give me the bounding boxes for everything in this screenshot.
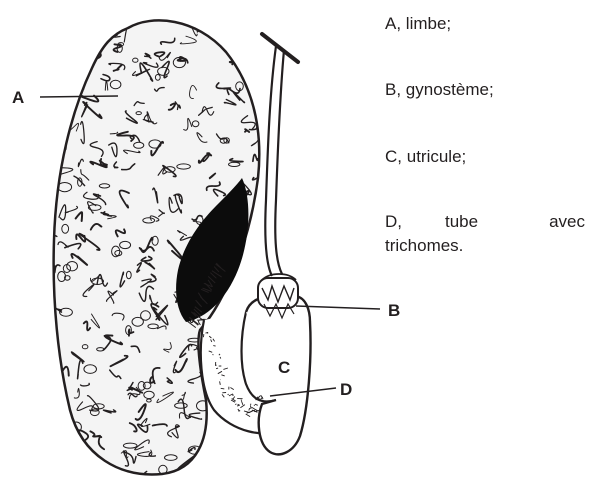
leaf-vein <box>219 34 229 42</box>
legend-key: C, <box>385 145 402 169</box>
trichome <box>250 404 251 405</box>
leaf-vein <box>220 432 232 441</box>
leaf-vein <box>252 274 256 279</box>
legend-key: D, <box>385 210 445 234</box>
leaf-cell <box>71 81 83 86</box>
leaf-vein <box>57 435 68 443</box>
leaf-vein <box>53 102 65 112</box>
leaf-cell <box>210 415 215 418</box>
leaf-vein <box>59 91 71 108</box>
leaf-vein <box>62 449 77 459</box>
trichome <box>228 394 229 395</box>
trichome <box>216 368 218 369</box>
stalk <box>262 34 298 276</box>
leaf-vein <box>236 445 245 456</box>
legend-desc: tube avec <box>445 210 585 234</box>
legend-desc: limbe; <box>406 12 451 36</box>
leaf-vein <box>55 26 68 35</box>
leader-line-a <box>40 96 118 97</box>
leaf-vein <box>73 79 80 90</box>
label-c: C <box>278 358 290 377</box>
trichome <box>254 405 255 406</box>
leaf-vein <box>52 381 58 392</box>
label-b: B <box>388 301 400 320</box>
leaf-vein <box>107 19 123 24</box>
leaf-vein <box>43 185 55 201</box>
legend-item-b: B, gynostème; <box>385 78 585 102</box>
trichome <box>221 388 225 389</box>
leaf-cell <box>236 455 244 461</box>
trichome <box>213 346 215 347</box>
label-a: A <box>12 88 24 107</box>
leaf-vein <box>57 106 60 121</box>
leaf-vein <box>247 276 258 293</box>
leaf-vein <box>68 73 79 78</box>
leaf-vein <box>78 29 88 36</box>
leaf-cell <box>85 31 97 39</box>
legend-key: B, <box>385 78 401 102</box>
legend-desc-continued: trichomes. <box>385 234 585 258</box>
legend-item-a: A, limbe; <box>385 12 585 36</box>
leaf-vein <box>57 44 73 54</box>
label-d: D <box>340 380 352 399</box>
leaf-vein <box>63 48 69 51</box>
leaf-vein <box>241 447 253 458</box>
leaf-vein <box>59 448 75 464</box>
leaf-vein <box>104 12 111 28</box>
leaf-cell <box>55 407 68 412</box>
leaf-vein <box>211 470 225 481</box>
leaf-vein <box>240 265 244 284</box>
leaf-vein <box>53 446 68 455</box>
legend-desc: utricule; <box>407 145 467 169</box>
leaf-vein <box>211 461 218 471</box>
legend-item-c: C, utricule; <box>385 145 585 169</box>
leaf-vein <box>68 61 82 72</box>
legend-key: A, <box>385 12 401 36</box>
leaf-vein <box>77 24 91 38</box>
leaf-vein <box>197 25 207 32</box>
leaf-vein <box>101 29 104 46</box>
legend-desc: gynostème; <box>406 78 494 102</box>
leaf-vein <box>64 43 70 51</box>
leaf-vein <box>108 7 112 23</box>
legend-item-d: D,tube avec trichomes. <box>385 210 585 258</box>
leaf-vein <box>249 22 262 37</box>
leaf-vein <box>249 252 258 266</box>
